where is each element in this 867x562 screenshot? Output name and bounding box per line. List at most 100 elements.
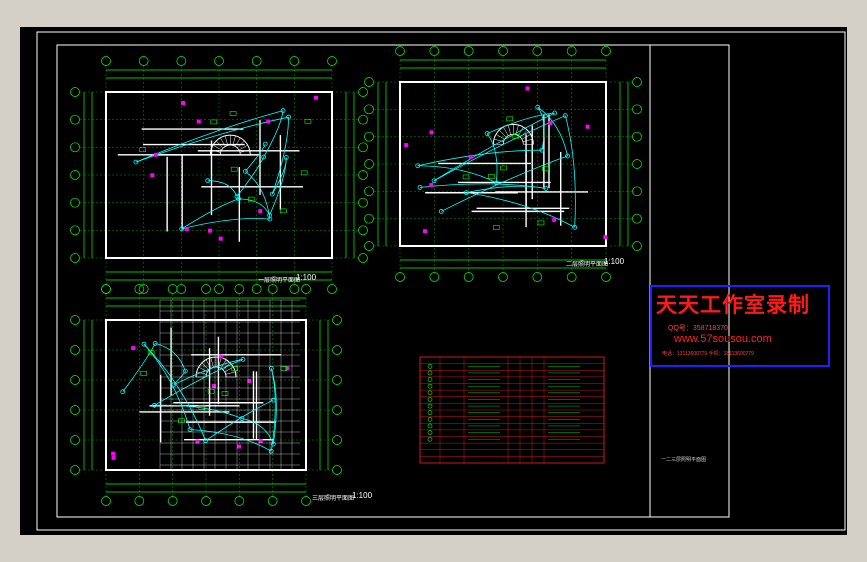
wiring-line [441,155,568,212]
light-fixture [239,416,245,421]
switch-outlet-marker [422,229,427,234]
stair-tread [520,130,528,138]
legend-symbol [427,430,433,435]
light-fixture [268,448,274,454]
watermark-contact: 电话：13113600779 手机：18113600779 [662,351,754,357]
furniture-outline [210,119,218,125]
switch-outlet-marker [181,100,186,105]
light-fixture [438,209,444,214]
axis-bubble-bottom [327,284,337,294]
wiring-line [190,429,272,452]
light-fixture [484,131,490,136]
stair-tread [212,144,222,151]
furniture-outline [492,225,500,230]
stair-tread [238,144,248,151]
axis-bubble-top [463,46,474,56]
axis-bubble-left [70,170,80,180]
wiring-line [537,106,568,157]
light-fixture [269,191,275,197]
axis-bubble-right [632,213,642,224]
switch-outlet-marker [468,154,473,159]
watermark-qq: QQ号：358718370 [668,325,728,332]
plan-label-second: 二层照明平面图 [566,262,609,268]
switch-outlet-marker [552,217,557,222]
axis-bubble-top [201,284,211,294]
furniture-outline [500,165,507,171]
switch-outlet-marker [207,228,212,233]
axis-bubble-left [70,315,80,325]
axis-bubble-bottom [134,496,145,506]
switch-outlet-marker [150,173,155,178]
wiring-line [181,198,239,230]
axis-bubble-left [364,104,374,115]
switch-outlet-marker [196,119,201,124]
light-fixture [133,159,139,165]
stair-tread [198,366,208,373]
axis-bubble-bottom [138,284,149,294]
stair-tread [224,135,228,146]
legend-symbol [427,410,433,415]
legend-symbol [427,423,433,429]
axis-bubble-left [70,225,80,236]
axis-bubble-bottom [301,496,311,506]
light-fixture [493,180,499,186]
light-fixture [286,114,291,120]
switch-outlet-marker [219,354,224,359]
furniture-outline [207,389,215,394]
light-fixture [543,185,549,191]
wiring-line [270,368,277,445]
axis-bubble-top [498,46,508,56]
axis-bubble-bottom [214,284,224,294]
stair-tread [225,371,236,375]
axis-bubble-right [332,465,342,475]
furniture-outline [462,174,470,180]
axis-bubble-top [167,284,178,294]
light-fixture [562,113,568,119]
furniture-outline [512,133,520,139]
furniture-outline [280,208,287,214]
axis-bubble-right [358,225,368,236]
light-fixture [415,163,421,169]
exterior-wall [105,319,307,471]
light-fixture [463,190,469,196]
stair-tread [521,134,531,140]
axis-bubble-left [70,435,80,445]
light-fixture [270,397,276,403]
axis-bubble-top [101,284,111,294]
stair-tread [235,137,241,147]
axis-bubble-bottom [267,496,278,506]
light-fixture [535,104,541,110]
axis-bubble-left [70,114,80,125]
wiring-line [173,370,187,385]
switch-outlet-marker [237,444,242,449]
light-fixture [572,224,578,230]
axis-bubble-top [234,284,245,294]
axis-bubble-top [429,46,440,56]
axis-bubble-top [176,56,187,66]
switch-outlet-marker [603,235,608,240]
axis-bubble-left [70,87,80,97]
axis-bubble-left [70,142,80,153]
wiring-line [205,399,274,441]
title-block [649,44,730,518]
axis-bubble-top [532,46,543,56]
wiring-line [271,117,289,195]
wiring-line [486,133,498,183]
axis-bubble-left [70,375,80,385]
wiring-line [143,343,206,441]
axis-bubble-left [70,465,80,475]
axis-bubble-bottom [251,284,262,294]
axis-bubble-top [289,56,300,66]
furniture-outline [537,220,545,226]
plan-label-third: 三层照明平面图 [312,496,355,502]
outer-frame [36,31,846,531]
switch-outlet-marker [313,95,318,100]
plan-scale-second: 1:100 [604,257,625,266]
plan-third-floor [70,284,342,506]
legend-symbol [427,364,433,369]
wiring-line [269,157,287,216]
wiring-line [263,110,284,158]
axis-bubble-right [332,315,342,325]
stair-tread [196,371,207,375]
